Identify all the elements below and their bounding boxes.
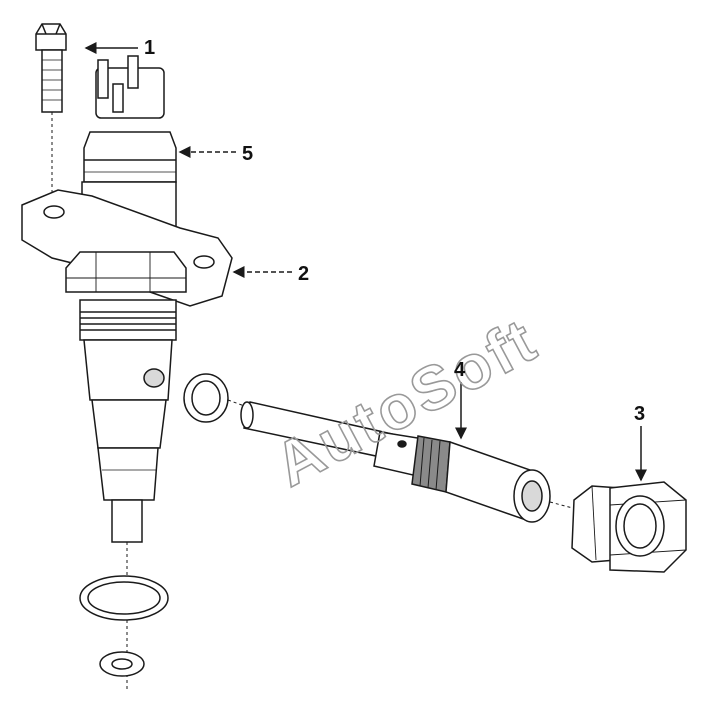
callout-1-label: 1 xyxy=(144,37,155,59)
callout-4-label: 4 xyxy=(454,359,466,381)
fuel-connector-tube xyxy=(240,401,581,523)
callout-2-label: 2 xyxy=(298,263,309,285)
lower-o-ring xyxy=(79,575,169,621)
hold-down-clamp xyxy=(21,189,233,307)
fitting-nut xyxy=(571,481,687,573)
sealing-washer xyxy=(99,651,145,677)
bolt xyxy=(35,23,67,195)
injector-lower-body xyxy=(79,299,177,690)
callout-5-label: 5 xyxy=(242,143,253,165)
side-o-ring xyxy=(183,373,251,423)
callout-3-label: 3 xyxy=(634,403,645,425)
